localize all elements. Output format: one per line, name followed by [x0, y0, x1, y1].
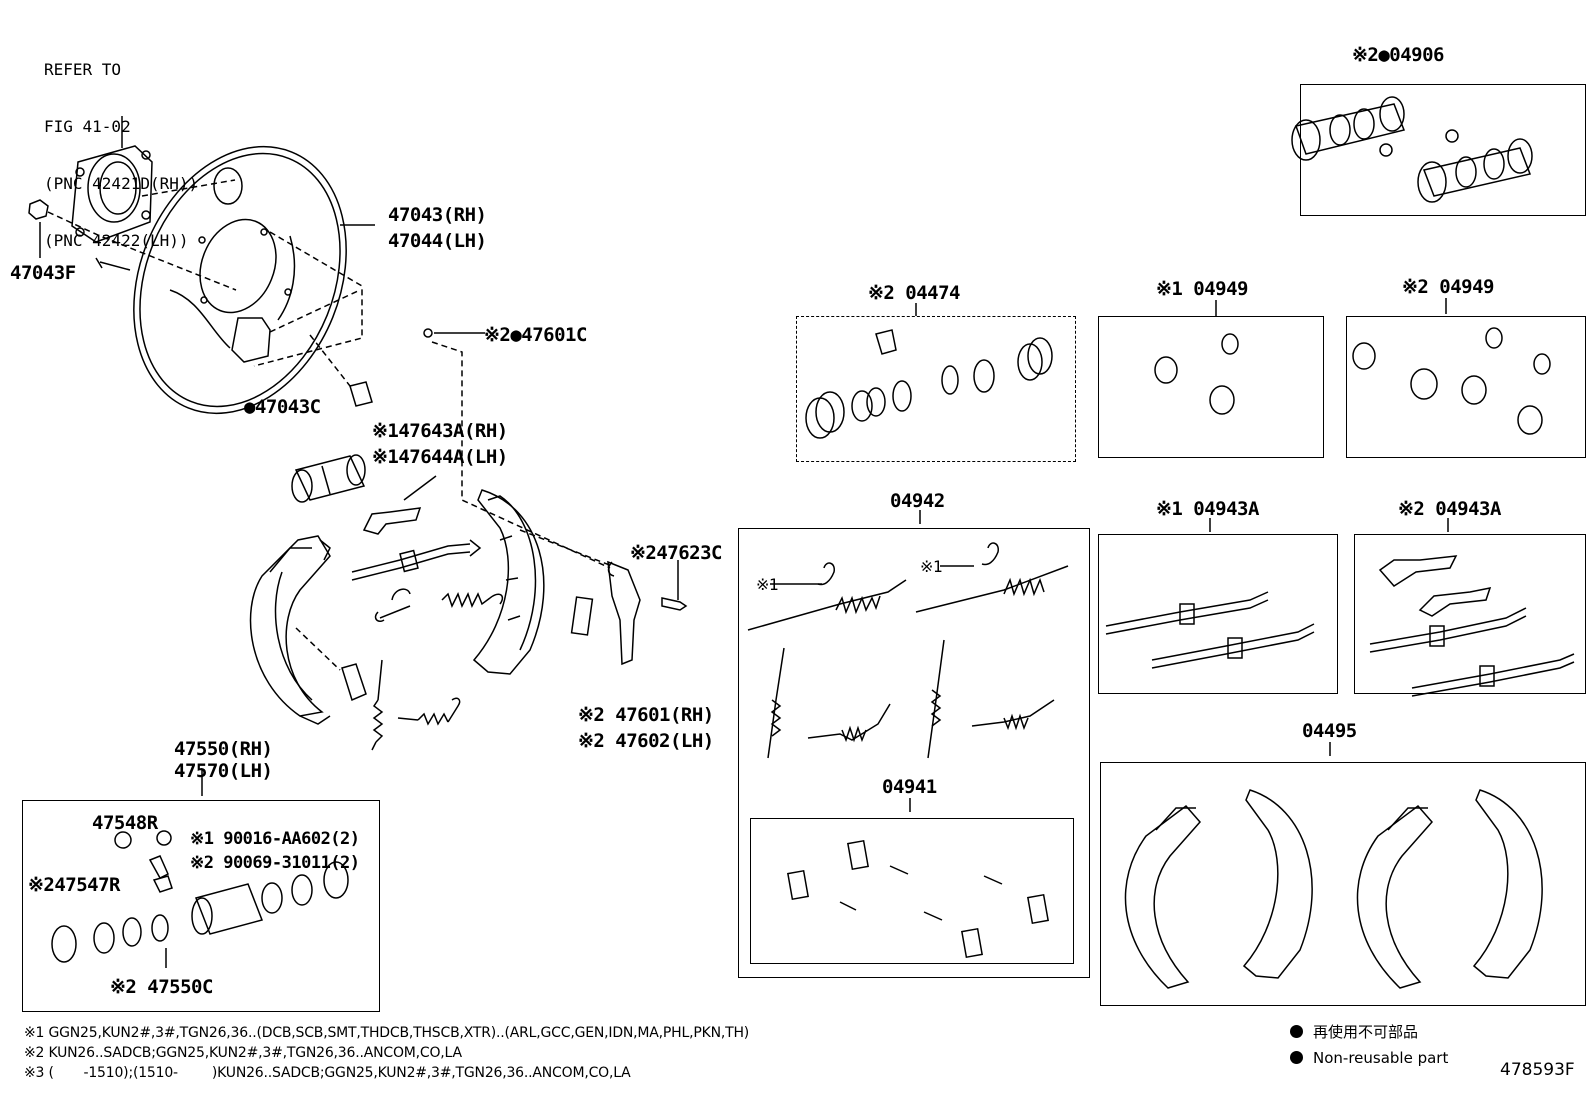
spring-kit-icon — [747, 542, 1069, 759]
callout-x1: ※1 — [756, 575, 779, 594]
part-label-04943A-b: ※2 04943A — [1398, 498, 1501, 520]
kit-box-04949-b — [1346, 316, 1586, 458]
boot-kit-icon — [1154, 327, 1551, 435]
part-label-04495: 04495 — [1302, 720, 1357, 742]
footnote-1: ※1 GGN25,KUN2#,3#,TGN26,36..(DCB,SCB,SMT… — [24, 1025, 750, 1041]
part-label-47601: ※2 47601(RH) — [578, 704, 714, 726]
footnote-3: ※3 ( -1510);(1510- )KUN26..SADCB;GGN25,K… — [24, 1065, 631, 1081]
reference-line: (PNC 42422(LH)) — [44, 231, 189, 250]
part-label-47548R: 47548R — [92, 812, 158, 834]
kit-box-04943A-a — [1098, 534, 1338, 694]
adjuster-kit-icon — [1105, 555, 1575, 697]
wheel-cylinder-icon — [51, 830, 349, 963]
brake-shoe-icon — [249, 535, 331, 725]
part-label-47043-rh: 47043(RH) — [388, 204, 487, 226]
cylinder-kit-icon — [805, 329, 1053, 439]
part-label-47550C: ※2 47550C — [110, 976, 213, 998]
reference-line: FIG 41-02 — [44, 117, 131, 136]
part-label-47623C: ※247623C — [630, 542, 723, 564]
wheel-cylinder-icon — [291, 454, 366, 503]
kit-box-04495 — [1100, 762, 1586, 1006]
backing-plate-icon — [133, 145, 347, 415]
filled-dot-icon — [1290, 1025, 1303, 1038]
kit-box-04942 — [738, 528, 1090, 978]
part-label-04949-b: ※2 04949 — [1402, 276, 1495, 298]
legend-en-text: Non-reusable part — [1313, 1049, 1449, 1067]
hub-flange-icon — [71, 116, 153, 243]
legend-jp: 再使用不可部品 — [1290, 1022, 1418, 1042]
spring-icon — [417, 712, 449, 726]
part-label-90069: ※2 90069-31011(2) — [190, 853, 360, 873]
part-label-47643A: ※147643A(RH) — [372, 420, 508, 442]
nut-icon — [28, 199, 49, 258]
figure-id: 478593F — [1500, 1060, 1575, 1080]
part-label-04943A-a: ※1 04943A — [1156, 498, 1259, 520]
kit-box-04941 — [750, 818, 1074, 964]
brake-shoe-icon — [472, 489, 545, 675]
kit-box-04906 — [1300, 84, 1586, 216]
footnote-2: ※2 KUN26..SADCB;GGN25,KUN2#,3#,TGN26,36.… — [24, 1045, 462, 1061]
kit-box-47550 — [22, 800, 380, 1012]
part-label-90016: ※1 90016-AA602(2) — [190, 829, 360, 849]
hold-down-kit-icon — [786, 839, 1050, 959]
kit-box-04474 — [796, 316, 1076, 462]
part-label-47550: 47550(RH) — [174, 738, 273, 760]
part-label-04941: 04941 — [882, 776, 937, 798]
reference-line: (PNC 42421D(RH)) — [44, 174, 199, 193]
legend-jp-text: 再使用不可部品 — [1313, 1023, 1419, 1041]
part-label-47570: 47570(LH) — [174, 760, 273, 782]
kit-box-04949-a — [1098, 316, 1324, 458]
part-label-04949-a: ※1 04949 — [1156, 278, 1249, 300]
reference-line: REFER TO — [44, 60, 122, 79]
kit-box-04943A-b — [1354, 534, 1586, 694]
part-label-47602: ※2 47602(LH) — [578, 730, 714, 752]
part-label-47644A: ※147644A(LH) — [372, 446, 508, 468]
brake-shoe-set-icon — [1124, 789, 1543, 989]
callout-x1: ※1 — [920, 557, 943, 576]
reference-note: REFER TO FIG 41-02 (PNC 42421D(RH)) (PNC… — [44, 22, 198, 269]
part-label-47044-lh: 47044(LH) — [388, 230, 487, 252]
spring-icon — [372, 699, 384, 743]
part-label-04906: ※2●04906 — [1352, 44, 1445, 66]
part-label-04474: ※2 04474 — [868, 282, 961, 304]
wheel-cylinder-kit-icon — [1291, 96, 1533, 203]
spring-icon — [441, 592, 491, 608]
part-label-47043F: 47043F — [10, 262, 76, 284]
filled-dot-icon — [1290, 1051, 1303, 1064]
part-label-47601C: ※2●47601C — [484, 324, 587, 346]
part-label-04942: 04942 — [890, 490, 945, 512]
legend-en: Non-reusable part — [1290, 1048, 1448, 1068]
part-label-47547R: ※247547R — [28, 874, 121, 896]
part-label-47043C: ●47043C — [244, 396, 321, 418]
